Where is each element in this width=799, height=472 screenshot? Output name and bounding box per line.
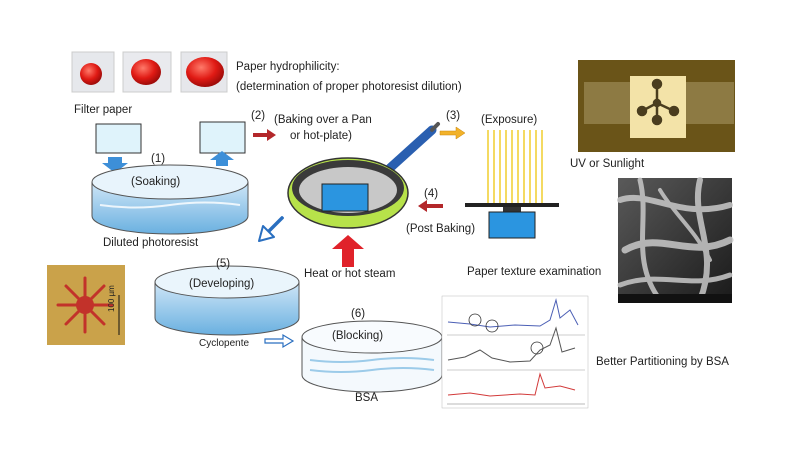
post-baking-label: (Post Baking): [406, 223, 476, 235]
partition-label: Better Partitioning by BSA: [596, 356, 729, 368]
title-line-2: (determination of proper photoresist dil…: [236, 81, 462, 93]
blocking-dish: [301, 320, 443, 393]
uv-photo: [578, 60, 735, 152]
blocking-label: (Blocking): [332, 330, 384, 342]
scale-bar-label: 100 µm: [107, 285, 116, 312]
arrow-to-blocking: [264, 333, 295, 349]
baked-paper-square: [199, 121, 246, 154]
exposure-sample: [488, 211, 536, 239]
bsa-label: BSA: [355, 392, 379, 404]
step-3-label: (3): [446, 110, 461, 122]
arrow-to-developing: [258, 216, 284, 242]
heat-arrow: [332, 235, 364, 267]
step-1-label: (1): [151, 153, 166, 165]
arrow-step-2: [253, 129, 276, 141]
step-2-label: (2): [251, 110, 266, 122]
filter-paper-square: [95, 123, 142, 154]
diluted-photoresist-label: Diluted photoresist: [103, 237, 199, 249]
droplet-photos: [71, 51, 228, 93]
scale-photo: [47, 265, 125, 345]
heat-label: Heat or hot steam: [304, 268, 396, 280]
baking-label-1: (Baking over a Pan: [274, 114, 372, 126]
cyclopente-label: Cyclopente: [199, 338, 250, 349]
step-4-label: (4): [424, 188, 439, 200]
soaking-dish: [91, 164, 249, 235]
down-arrow: [102, 157, 128, 173]
step-6-label: (6): [351, 308, 366, 320]
exposure-plate: [465, 203, 559, 207]
arrow-step-4: [418, 200, 443, 212]
exposure-label: (Exposure): [481, 114, 538, 126]
sem-image: [617, 177, 734, 303]
title-line-1: Paper hydrophilicity:: [236, 61, 340, 73]
spectra-panel: [441, 295, 589, 409]
up-arrow: [210, 151, 234, 166]
arrow-step-3: [439, 126, 466, 140]
pan: [287, 122, 440, 229]
soaking-label: (Soaking): [131, 176, 181, 188]
developing-label: (Developing): [189, 278, 255, 290]
developing-dish: [154, 265, 300, 336]
uv-label: UV or Sunlight: [570, 158, 645, 170]
texture-label: Paper texture examination: [467, 266, 602, 278]
exposure-stand: [503, 207, 521, 212]
filter-paper-label: Filter paper: [74, 104, 133, 116]
uv-rays: [487, 130, 543, 203]
baking-label-2: or hot-plate): [290, 130, 353, 142]
step-5-label: (5): [216, 258, 231, 270]
